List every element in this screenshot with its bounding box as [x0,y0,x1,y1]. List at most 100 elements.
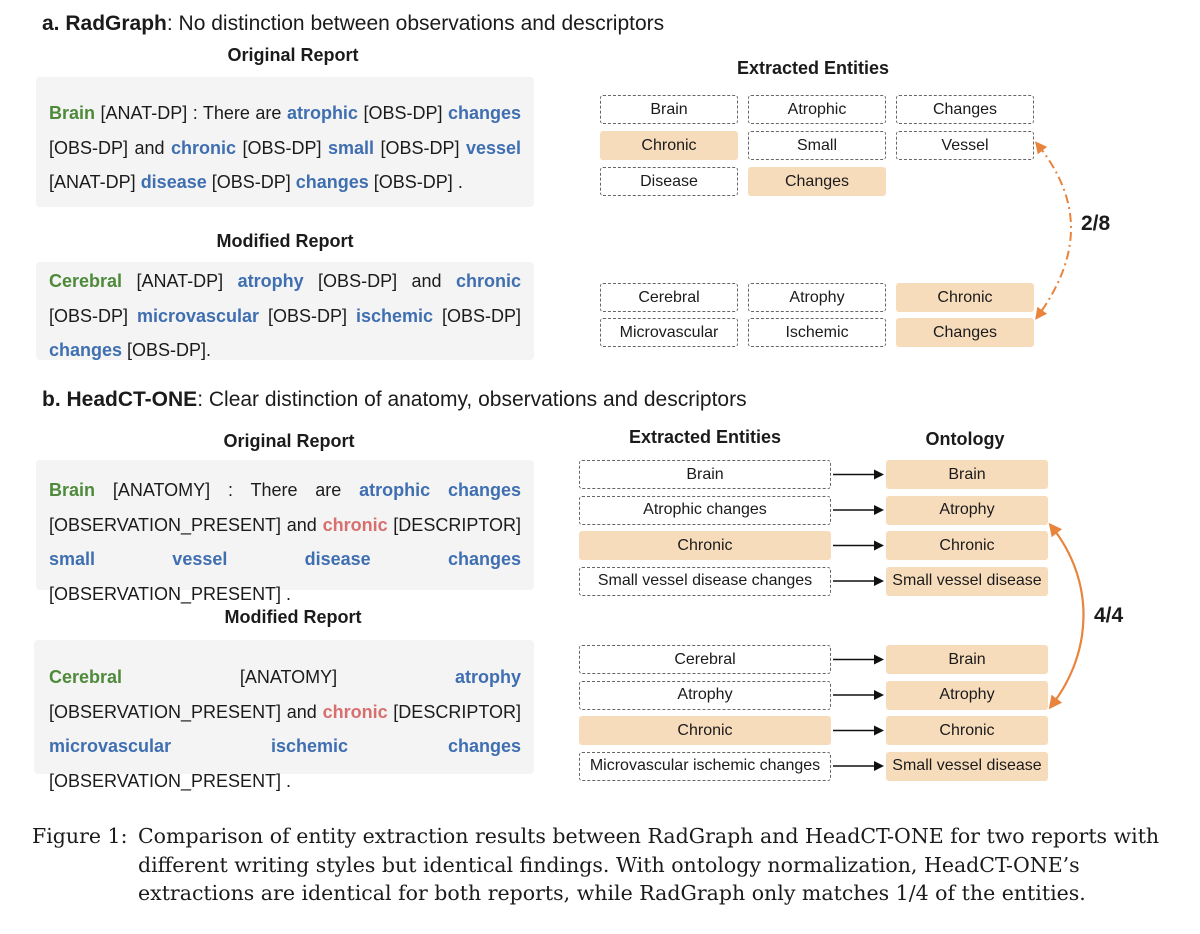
entity-box: Atrophic [748,95,886,124]
report-text: [ANAT-DP] [49,172,141,192]
entity-box: Atrophic changes [579,495,831,525]
report-text: [OBS-DP] [206,172,296,192]
report-text: [OBS-DP] [236,137,328,158]
report-text: [ANAT-DP] [122,271,238,291]
entity-box: Changes [896,95,1034,124]
section-b-ontology-heading: Ontology [925,429,1005,449]
mapping-arrow-head [874,540,884,551]
entity-box: Chronic [886,716,1048,745]
entity-token-obs: atrophy [454,667,521,687]
mapping-arrow-head [874,469,884,480]
entity-token-obs: ischemic [356,305,434,326]
section-b-original-heading: Original Report [223,431,355,451]
section-a-original-heading: Original Report [227,45,359,65]
entity-token-anat: Brain [49,103,96,123]
mapping-arrow-head [874,761,884,771]
entity-token-obs: chronic [170,137,236,158]
section-b-subtitle: : Clear distinction of anatomy, observat… [197,388,747,411]
entity-box: Microvascular [600,318,738,347]
report-text: [OBS-DP] [357,103,448,123]
mapping-arrow-head [874,576,884,586]
report-text: [DESCRIPTOR] [387,514,521,535]
report-text: [OBS-DP] [373,137,466,158]
section-a-modified-heading: Modified Report [216,231,354,251]
section-a-title: a. RadGraph: No distinction between obse… [42,12,664,36]
entity-token-obs: small [327,137,374,158]
entity-box: Disease [600,167,738,196]
mapping-arrow-head [874,690,884,700]
entity-box: Cerebral [600,283,738,312]
entity-token-obs: changes [447,480,521,500]
entity-token-obs: small vessel disease changes [49,549,521,569]
section-b-modified-report: Cerebral [ANATOMY] atrophy [OBSERVATION_… [49,660,521,798]
entity-box: Atrophy [886,495,1048,525]
report-text: [OBS-DP] [49,305,137,326]
section-a-modified-report: Cerebral [ANAT-DP] atrophy [OBS-DP] and … [49,264,521,368]
entity-box: Brain [579,460,831,489]
section-b-modified-panel [34,640,534,774]
entity-box: Atrophy [886,680,1048,710]
entity-box: Small [748,131,886,160]
entity-box: Vessel [896,131,1034,160]
report-text: [OBS-DP] . [368,172,463,192]
section-b-modified-heading: Modified Report [224,607,362,627]
report-text: [ANAT-DP] : There are [95,103,287,123]
entity-token-obs: vessel [465,137,521,158]
entity-token-obs: changes [447,103,522,123]
entity-box: Brain [886,460,1048,489]
mapping-arrow-head [874,654,884,665]
report-text: [OBS-DP] and [303,271,456,291]
entity-token-obs: changes [295,172,369,192]
entity-token-obs: disease [140,172,207,192]
section-a-entities-heading: Extracted Entities [736,58,890,78]
report-text: [OBSERVATION_PRESENT] . [49,770,292,791]
entity-box: Chronic [896,283,1034,312]
section-b-original-panel [36,460,534,590]
section-a-match-ratio: 2/8 [1081,212,1111,235]
entity-token-obs: atrophic [359,480,431,500]
report-text: [ANATOMY] [122,667,455,687]
entity-token-obs: changes [49,340,123,360]
section-b-match-ratio: 4/4 [1094,604,1124,627]
section-b-entities-heading: Extracted Entities [628,427,782,447]
entity-token-obs: chronic [455,271,521,291]
entity-token-anat: Cerebral [49,667,123,687]
entity-box: Changes [748,167,886,196]
report-text: [OBSERVATION_PRESENT] and [49,701,323,722]
mapping-arrow-head [874,725,884,736]
section-b-label: b. HeadCT-ONE [42,388,198,411]
entity-box: Chronic [600,131,738,160]
entity-token-obs: microvascular [136,305,260,326]
entity-token-obs: ischemic [271,736,349,756]
section-b-original-report: Brain [ANATOMY] : There are atrophic cha… [49,473,521,611]
report-text: [OBS-DP]. [122,340,212,360]
report-text: [DESCRIPTOR] [387,701,521,722]
entity-box: Small vessel disease changes [579,566,831,596]
entity-token-obs: atrophic [286,103,358,123]
section-a-modified-panel [36,262,534,360]
report-text: [OBSERVATION_PRESENT] and [49,514,323,535]
entity-box: Brain [886,645,1048,674]
caption-text: Comparison of entity extraction results … [138,824,1160,905]
entity-token-obs: microvascular [49,736,172,756]
entity-token-anat: Cerebral [49,271,123,291]
section-a-original-report: Brain [ANAT-DP] : There are atrophic [OB… [49,96,521,200]
section-b-title: b. HeadCT-ONE: Clear distinction of anat… [42,388,747,412]
report-text: [OBS-DP] and [49,137,171,158]
entity-box: Changes [896,318,1034,347]
report-text: [ANATOMY] : There are [95,480,360,500]
mapping-arrow-head [874,505,884,515]
caption-label: Figure 1: [32,824,128,848]
entity-box: Chronic [886,531,1048,560]
figure-caption: Figure 1: Comparison of entity extractio… [32,822,1192,912]
report-text: [OBS-DP] [433,305,522,326]
section-a-original-panel [36,77,534,207]
entity-box: Small vessel disease [886,751,1048,781]
report-text: [OBS-DP] [259,305,356,326]
entity-box: Cerebral [579,645,831,674]
entity-token-desc: chronic [322,701,388,722]
entity-box: Microvascular ischemic changes [579,751,831,781]
entity-box: Brain [600,95,738,124]
section-a-subtitle: : No distinction between observations an… [166,12,665,35]
